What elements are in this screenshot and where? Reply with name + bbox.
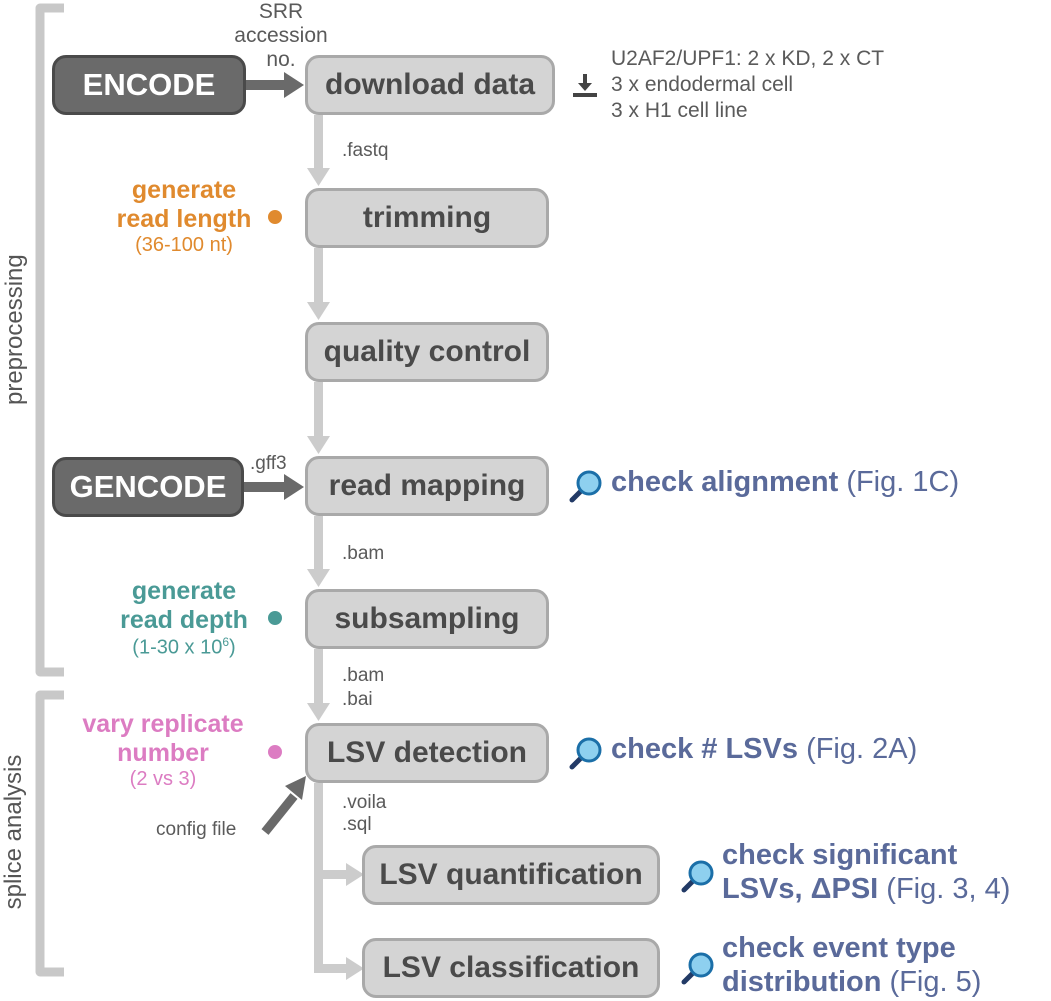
read-length-dot <box>268 210 282 224</box>
encode-box: ENCODE <box>52 55 246 115</box>
magnifier-icon <box>569 470 602 503</box>
download-icon <box>573 74 597 97</box>
magnifier-icon <box>569 737 602 770</box>
arrow-head <box>307 569 330 587</box>
bai-text: .bai <box>342 689 373 710</box>
step-label: quality control <box>323 335 531 368</box>
edge-label-gff3: .gff3 <box>250 453 287 474</box>
param-line1: generate <box>131 577 237 605</box>
arrow-head <box>285 776 306 800</box>
voila-text: .voila <box>342 792 387 813</box>
step-quality-control: quality control <box>305 322 549 382</box>
bam-text: .bam <box>342 665 385 686</box>
fig-ref: (Fig. 1C) <box>846 466 960 498</box>
fig-ref: (Fig. 5) <box>889 966 982 998</box>
arrow-head <box>346 957 364 980</box>
step-lsv-detection: LSV detection <box>305 723 549 783</box>
arrow-head <box>307 703 330 721</box>
arrow-head <box>307 168 330 186</box>
replicates-dot <box>268 745 282 759</box>
section-label-preprocessing: preprocessing <box>1 254 29 405</box>
gencode-label: GENCODE <box>69 469 227 504</box>
check-alignment: check alignment (Fig. 1C) <box>611 466 959 499</box>
step-label: LSV classification <box>382 951 640 984</box>
info-line1: U2AF2/UPF1: 2 x KD, 2 x CT <box>611 47 885 70</box>
read-depth-dot <box>268 611 282 625</box>
edge-label-bam-bai: .bam .bai <box>342 664 384 712</box>
check-text: check alignment <box>611 466 839 498</box>
step-label: read mapping <box>328 469 526 502</box>
edge-label-bam: .bam <box>342 543 385 564</box>
magnifier-icon <box>681 860 714 893</box>
info-line2: 3 x endodermal cell <box>611 73 794 96</box>
step-label: trimming <box>362 201 492 234</box>
sub-base: (1-30 x 10 <box>132 636 223 659</box>
step-trimming: trimming <box>305 188 549 248</box>
magnifier-icon <box>681 952 714 985</box>
check-event-type: check event type distribution (Fig. 5) <box>722 931 981 999</box>
edge-label-config-file: config file <box>156 819 237 840</box>
step-download-data: download data <box>305 55 555 115</box>
sql-text: .sql <box>342 814 372 835</box>
edge-label-voila-sql: .voila .sql <box>342 792 386 836</box>
splice-analysis-bracket <box>35 690 64 977</box>
splice-analysis-text: splice analysis <box>0 754 27 910</box>
srr-line2: accession <box>234 24 328 47</box>
check-text: check # LSVs <box>611 733 798 765</box>
arrow-head <box>346 863 364 886</box>
arrow-head <box>307 302 330 320</box>
gencode-box: GENCODE <box>52 457 244 517</box>
step-label: subsampling <box>334 602 520 635</box>
preprocessing-text: preprocessing <box>1 254 28 405</box>
step-label: LSV detection <box>326 736 528 769</box>
srr-line1: SRR <box>258 0 304 23</box>
check-text-line1: check event type <box>722 932 956 964</box>
step-lsv-classification: LSV classification <box>362 938 660 998</box>
check-lsv-count: check # LSVs (Fig. 2A) <box>611 733 917 766</box>
step-lsv-quantification: LSV quantification <box>362 845 660 905</box>
check-text-line2: distribution <box>722 966 882 998</box>
encode-label: ENCODE <box>82 67 216 102</box>
fig-ref: (Fig. 2A) <box>806 733 918 765</box>
section-label-splice-analysis: splice analysis <box>0 752 28 912</box>
param-line2: read depth <box>120 606 248 634</box>
param-sub: (36-100 nt) <box>135 234 233 256</box>
param-sub: (1-30 x 106) <box>96 635 272 660</box>
edge-label-fastq: .fastq <box>342 140 389 161</box>
param-sub: (2 vs 3) <box>129 768 197 790</box>
param-read-length: generate read length (36-100 nt) <box>96 176 272 257</box>
param-line2: number <box>117 739 209 767</box>
arrow-head <box>284 474 304 500</box>
param-read-depth: generate read depth (1-30 x 106) <box>96 577 272 660</box>
check-significant: check significant LSVs, ΔPSI (Fig. 3, 4) <box>722 838 1010 906</box>
edge-label-srr: SRR accession no. <box>218 0 344 72</box>
sub-end: ) <box>229 636 236 659</box>
step-read-mapping: read mapping <box>305 456 549 516</box>
sub-exponent: 6 <box>222 635 230 649</box>
info-line3: 3 x H1 cell line <box>611 99 748 122</box>
arrow-head <box>284 72 304 98</box>
check-text-line2: LSVs, ΔPSI <box>722 873 879 905</box>
param-line1: vary replicate <box>82 710 244 738</box>
check-text-line1: check significant <box>722 839 958 871</box>
download-info: U2AF2/UPF1: 2 x KD, 2 x CT 3 x endoderma… <box>611 46 884 124</box>
fig-ref: (Fig. 3, 4) <box>886 873 1011 905</box>
arrow-head <box>307 436 330 454</box>
preprocessing-bracket <box>35 3 64 677</box>
param-line2: read length <box>116 205 252 233</box>
srr-line3: no. <box>266 48 296 71</box>
param-replicates: vary replicate number (2 vs 3) <box>70 710 256 791</box>
step-label: download data <box>325 68 535 101</box>
step-subsampling: subsampling <box>305 589 549 649</box>
param-line1: generate <box>131 176 237 204</box>
step-label: LSV quantification <box>379 858 643 891</box>
